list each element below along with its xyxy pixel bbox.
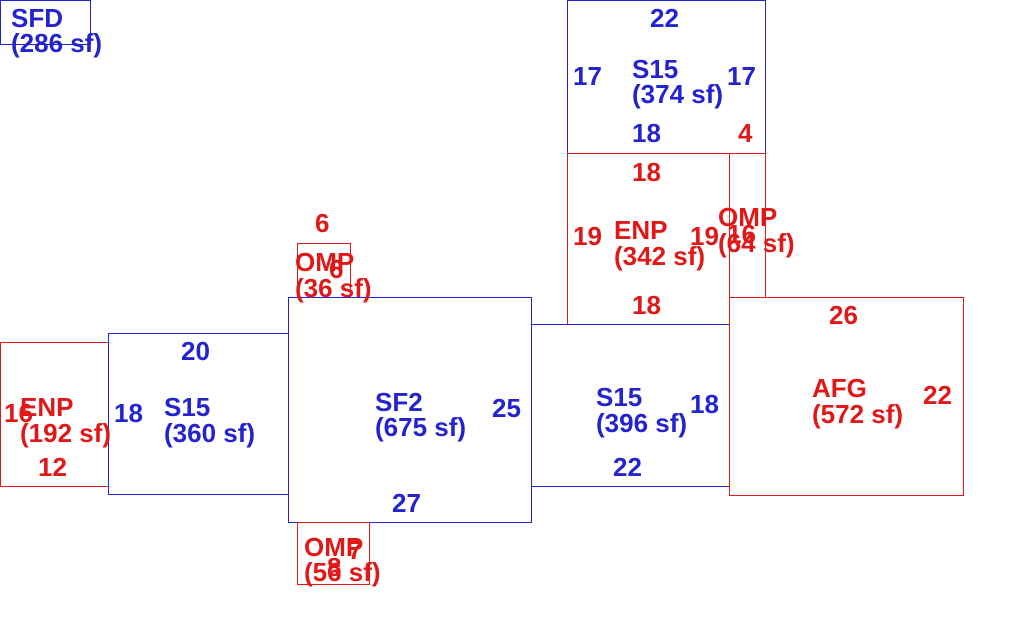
dim-enp-left-bottom: 12 [38, 452, 67, 482]
room-code-s15-left: S15 [164, 392, 211, 422]
dim-omp-right-top: 4 [738, 118, 753, 148]
room-area-enp-mid: (342 sf) [614, 241, 706, 271]
dim-enp-mid-left: 19 [573, 221, 602, 251]
room-area-omp-bottom: (56 sf) [304, 557, 381, 587]
room-code-enp-left: ENP [20, 392, 74, 422]
dim-omp-bottom-side: 7 [348, 535, 363, 565]
room-area-sf2: (675 sf) [375, 412, 467, 442]
room-area-omp-top: (36 sf) [295, 273, 372, 303]
room-area-omp-right: (64 sf) [718, 228, 795, 258]
room-area-s15-left: (360 sf) [164, 418, 256, 448]
room-code-afg: AFG [812, 373, 867, 403]
dim-s15-top-right: 17 [727, 61, 756, 91]
room-code-sf2: SF2 [375, 387, 423, 417]
dim-omp-top-side: 6 [329, 254, 344, 284]
dim-s15-left-left: 18 [114, 398, 143, 428]
room-code-sfd: SFD [11, 3, 63, 33]
dim-afg-right: 22 [923, 380, 952, 410]
dim-enp-mid-top: 18 [632, 157, 661, 187]
room-sfd[interactable] [0, 0, 91, 45]
dim-s15-mid-right: 18 [690, 389, 719, 419]
room-area-s15-mid: (396 sf) [596, 408, 688, 438]
dim-enp-mid-bottom: 18 [632, 290, 661, 320]
dim-afg-top: 26 [829, 300, 858, 330]
dim-s15-top-top: 22 [650, 3, 679, 33]
dim-s15-mid-bottom: 22 [613, 452, 642, 482]
room-afg[interactable] [729, 297, 964, 496]
room-code-s15-mid: S15 [596, 382, 643, 412]
dim-omp-bottom-bottom: 8 [327, 552, 342, 582]
room-code-enp-mid: ENP [614, 215, 668, 245]
dim-omp-right-side: 16 [727, 219, 756, 249]
room-area-afg: (572 sf) [812, 399, 904, 429]
room-code-omp-right: OMP [718, 202, 778, 232]
room-code-omp-bottom: OMP [304, 532, 364, 562]
dim-omp-top-top: 6 [315, 208, 330, 238]
dim-sf2-bottom: 27 [392, 488, 421, 518]
room-area-sfd: (286 sf) [11, 28, 103, 58]
dim-s15-top-bottom: 18 [632, 118, 661, 148]
room-area-s15-top: (374 sf) [632, 79, 724, 109]
room-omp-bottom[interactable] [297, 522, 370, 585]
dim-s15-top-left: 17 [573, 61, 602, 91]
dim-enp-mid-right: 19 [690, 221, 719, 251]
room-area-enp-left: (192 sf) [20, 418, 112, 448]
room-code-s15-top: S15 [632, 54, 679, 84]
dim-s15-left-top: 20 [181, 336, 210, 366]
dim-enp-left-left: 16 [4, 398, 33, 428]
room-code-omp-top: OMP [295, 247, 355, 277]
dim-sf2-right: 25 [492, 393, 521, 423]
